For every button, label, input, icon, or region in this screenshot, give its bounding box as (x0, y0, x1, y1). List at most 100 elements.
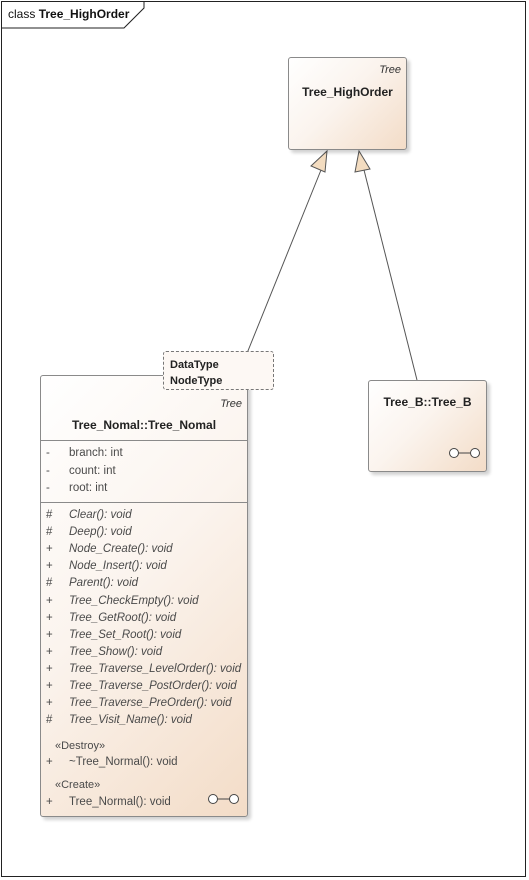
visibility-marker: # (46, 509, 53, 521)
operation-text: Node_Insert(): void (69, 560, 167, 572)
attribute-text: count: int (69, 464, 116, 477)
operation-row[interactable]: + Tree_CheckEmpty(): void (41, 595, 247, 612)
generalization-line-tree-nomal[interactable] (234, 169, 322, 384)
visibility-marker: + (46, 594, 53, 607)
operation-name: Tree_CheckEmpty() (69, 594, 172, 607)
operation-name: Tree_Traverse_PreOrder() (69, 697, 205, 710)
operation-name: Tree_Traverse_LevelOrder() (69, 662, 214, 675)
operation-return: : void (145, 543, 173, 556)
class-name: Tree_Nomal::Tree_Nomal (71, 418, 217, 432)
create-stereotype-label: «Create» (55, 779, 101, 791)
diagram-name: Tree_HighOrder (38, 7, 130, 21)
visibility-marker: + (46, 560, 53, 573)
visibility-marker: + (46, 796, 53, 808)
operation-text: Node_Create(): void (69, 543, 173, 555)
visibility-marker: + (46, 645, 53, 658)
template-parameters-box[interactable]: DataType NodeType (163, 351, 274, 390)
diagram-title: class Tree_HighOrder (8, 7, 129, 21)
constructor-row[interactable]: + Tree_Normal(): void (41, 796, 247, 813)
operation-return: : void (148, 611, 177, 624)
operation-row[interactable]: + Node_Insert(): void (41, 560, 247, 577)
operation-text: Deep(): void (69, 526, 132, 538)
operation-text: Tree_Traverse_LevelOrder(): void (69, 663, 241, 675)
operation-return: : void (164, 714, 192, 727)
operation-return: : void (213, 662, 242, 675)
visibility-marker: + (46, 543, 53, 556)
visibility-marker: - (46, 482, 50, 494)
operation-return: : void (153, 628, 182, 641)
operation-name: Tree_Visit_Name() (69, 714, 165, 727)
operation-row[interactable]: + Tree_Show(): void (41, 646, 247, 663)
operation-name: Parent() (69, 577, 111, 590)
operation-row[interactable]: # Tree_Visit_Name(): void (41, 714, 247, 731)
operation-row[interactable]: # Clear(): void (41, 509, 247, 526)
attribute-row[interactable]: -branch: int (41, 447, 247, 464)
attribute-row[interactable]: - count: int (41, 465, 247, 482)
operation-name: Deep() (69, 526, 105, 539)
operation-return: : void (209, 680, 237, 692)
operation-row[interactable]: + Tree_GetRoot(): void (41, 612, 247, 629)
operation-text: Tree_Normal(): void (69, 796, 171, 808)
template-param-datatype: DataType (170, 359, 219, 371)
operation-return: : void (139, 560, 167, 573)
operation-text: Tree_Show(): void (69, 646, 162, 658)
visibility-marker: + (46, 680, 53, 692)
operation-text: Parent(): void (69, 577, 138, 589)
operation-row[interactable]: + Tree_Traverse_PreOrder(): void (41, 697, 247, 714)
operation-name: Clear() (69, 509, 105, 521)
stereotype-label: Tree (220, 398, 242, 410)
operation-text: Tree_Traverse_PreOrder(): void (69, 697, 232, 709)
operation-row[interactable]: #Deep(): void (41, 526, 247, 543)
template-param-nodetype: NodeType (170, 375, 223, 387)
operation-name: Tree_GetRoot() (69, 611, 149, 624)
class-tree-nomal[interactable]: Tree Tree_Nomal::Tree_Nomal -branch: int… (40, 375, 248, 817)
class-tree-highorder[interactable]: Tree Tree_HighOrder (288, 57, 407, 150)
attribute-row[interactable]: - root: int (41, 482, 247, 499)
visibility-marker: # (46, 714, 53, 727)
operation-return: : void (110, 577, 139, 590)
destructor-row[interactable]: + ~Tree_Normal(): void (41, 756, 247, 773)
operation-return: : void (104, 526, 132, 539)
operation-row[interactable]: + Node_Create(): void (41, 543, 247, 560)
operation-text: Tree_Visit_Name(): void (69, 714, 192, 726)
operation-text: Tree_CheckEmpty(): void (69, 595, 199, 607)
operation-name: Node_Create() (69, 543, 146, 556)
visibility-marker: + (46, 756, 53, 768)
class-name: Tree_B::Tree_B (383, 395, 472, 409)
composite-link-icon (208, 794, 239, 804)
generalization-arrowhead-tree-b (354, 149, 371, 173)
stereotype-label: Tree (379, 64, 401, 76)
composite-link-icon (449, 448, 480, 458)
diagram-keyword: class (8, 7, 36, 21)
visibility-marker: + (46, 628, 53, 641)
operation-text: ~Tree_Normal(): void (69, 756, 178, 768)
operations-separator (41, 502, 247, 503)
operation-row[interactable]: + Tree_Traverse_PostOrder(): void (41, 680, 247, 697)
operation-row[interactable]: + Tree_Set_Root(): void (41, 629, 247, 646)
operation-text: Clear(): void (69, 509, 132, 521)
visibility-marker: + (46, 662, 53, 675)
class-name: Tree_HighOrder (302, 85, 393, 99)
visibility-marker: + (46, 611, 53, 624)
operation-row[interactable]: #Parent(): void (41, 577, 247, 594)
operation-name: Tree_Traverse_PostOrder() (69, 680, 210, 692)
attribute-text: branch: int (69, 447, 123, 459)
class-tree-b[interactable]: Tree_B::Tree_B (368, 380, 487, 472)
operation-row[interactable]: + Tree_Traverse_LevelOrder(): void (41, 663, 247, 680)
operation-text: Tree_Set_Root(): void (69, 629, 181, 641)
operation-text: Tree_Traverse_PostOrder(): void (69, 680, 237, 692)
operation-return: : void (104, 509, 132, 521)
attributes-separator (41, 440, 247, 441)
operation-return: : void (171, 594, 199, 607)
operation-name: Tree_Show() (69, 645, 135, 658)
operation-text: Tree_GetRoot(): void (69, 612, 176, 624)
destroy-stereotype-label: «Destroy» (55, 740, 106, 752)
visibility-marker: + (46, 697, 53, 710)
generalization-line-tree-b[interactable] (363, 169, 418, 381)
operation-return: : void (134, 645, 163, 658)
operation-name: Tree_Set_Root() (69, 628, 154, 641)
attribute-text: root: int (69, 482, 108, 494)
visibility-marker: - (46, 464, 50, 477)
